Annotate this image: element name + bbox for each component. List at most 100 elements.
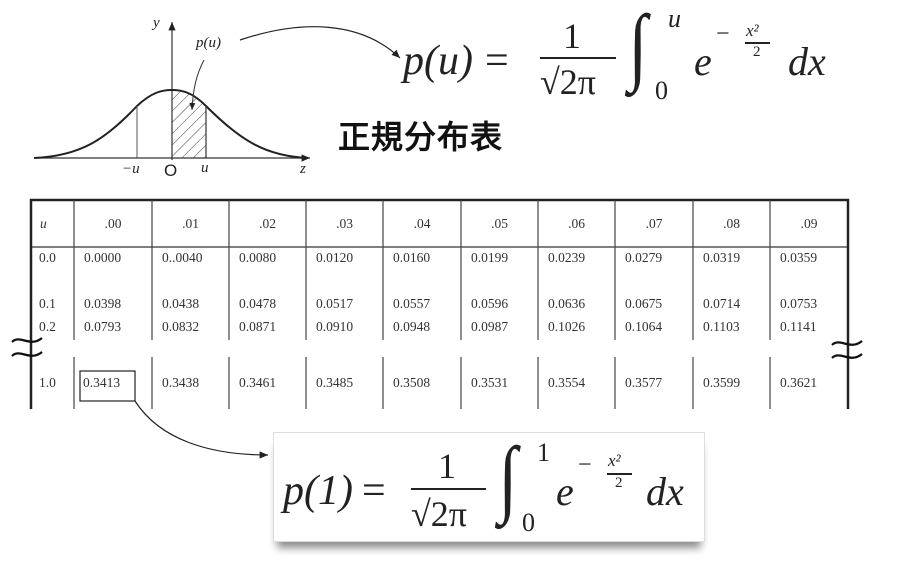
example-formula-box xyxy=(273,432,705,542)
table-cell: 0.0832 xyxy=(162,319,200,334)
pu-pointer-arrow xyxy=(189,59,205,111)
exp-base: e xyxy=(694,39,712,84)
integral-sign: ∫ xyxy=(628,0,648,93)
table-cell: 0.0080 xyxy=(239,250,277,265)
exp-sign: − xyxy=(716,21,730,47)
table-cell: 0.3508 xyxy=(393,375,431,390)
break-mark-left xyxy=(11,337,43,357)
table-cell: 0.3577 xyxy=(625,375,663,390)
column-header: .08 xyxy=(723,216,740,231)
table-cell: 0.1064 xyxy=(625,319,663,334)
table-cell: 0.0359 xyxy=(780,250,818,265)
table-cell: 0.3554 xyxy=(548,375,586,390)
exp-fraction-bar xyxy=(607,473,632,475)
table-cell: 0.0987 xyxy=(471,319,509,334)
table-cell: 0.1103 xyxy=(703,319,740,334)
table-cell: 0.0675 xyxy=(625,296,663,311)
table-cell: 0.0793 xyxy=(84,319,122,334)
pu-to-formula-arrow xyxy=(239,26,401,59)
fraction-bar xyxy=(411,488,486,490)
formula-lhs: p(1) xyxy=(283,468,353,514)
row-label: 0.1 xyxy=(39,296,56,311)
origin-label: O xyxy=(164,161,178,180)
column-header: .05 xyxy=(491,216,508,231)
table-cell: 0.1026 xyxy=(548,319,586,334)
table-cell: 0.0478 xyxy=(239,296,277,311)
table-cell: 0.0120 xyxy=(316,250,354,265)
formula-dx: dx xyxy=(788,39,826,84)
table-cell: 0.1141 xyxy=(780,319,817,334)
integral-lower: 0 xyxy=(522,508,535,537)
header-u: u xyxy=(40,216,47,231)
integral-upper: u xyxy=(668,4,681,33)
table-cell: 0.3438 xyxy=(162,375,200,390)
table-cell: 0.0871 xyxy=(239,319,277,334)
table-lines xyxy=(11,198,863,459)
formula-denominator: √2π xyxy=(411,494,467,534)
table-cell: 0.0948 xyxy=(393,319,431,334)
formula-dx: dx xyxy=(646,469,684,514)
column-header: .07 xyxy=(645,216,663,231)
table-cell: 0.0438 xyxy=(162,296,200,311)
y-axis-label: y xyxy=(153,15,160,31)
table-cell: 0.0636 xyxy=(548,296,586,311)
neg-u-label: −u xyxy=(122,161,140,177)
fraction-bar xyxy=(540,57,616,59)
table-cell: 0.0753 xyxy=(780,296,818,311)
table-cell: 0.3531 xyxy=(471,375,509,390)
exp-fraction-bar xyxy=(745,42,770,44)
table-cell: 0.3621 xyxy=(780,375,818,390)
formula-lhs: p(u) xyxy=(403,38,473,84)
z-axis-label: z xyxy=(300,161,306,177)
table-cell: 0.0517 xyxy=(316,296,354,311)
table-cell: 0.0319 xyxy=(703,250,741,265)
row-label: 0.0 xyxy=(39,250,56,265)
highlight-to-formula-arrow xyxy=(134,400,269,459)
exp-sign: − xyxy=(578,452,592,478)
integral-lower: 0 xyxy=(655,76,668,105)
formula-numerator: 1 xyxy=(563,16,581,56)
highlight-box xyxy=(79,370,136,402)
integral-sign: ∫ xyxy=(498,429,518,525)
column-header: .06 xyxy=(568,216,585,231)
table-cell: 0.0000 xyxy=(84,250,122,265)
table-cell: 0.0596 xyxy=(471,296,509,311)
table-cell: 0.0714 xyxy=(703,296,741,311)
page-title: 正規分布表 xyxy=(338,118,504,156)
column-header: .03 xyxy=(336,216,353,231)
table-cell: 0.3461 xyxy=(239,375,277,390)
column-header: .02 xyxy=(259,216,276,231)
table-cell: 0.3413 xyxy=(83,375,121,390)
exp-numerator: x² xyxy=(608,451,621,470)
break-mark-right xyxy=(831,340,863,359)
exp-base: e xyxy=(556,469,574,514)
table-cell: 0.0557 xyxy=(393,296,431,311)
formula-denominator: √2π xyxy=(540,62,596,102)
column-header: .00 xyxy=(104,216,122,231)
table-cell: 0.0279 xyxy=(625,250,663,265)
shaded-area xyxy=(172,90,206,158)
table-cell: 0.0910 xyxy=(316,319,354,334)
formula-equals: = xyxy=(362,468,386,514)
row-label: 1.0 xyxy=(39,375,56,390)
table-cell: 0.3599 xyxy=(703,375,741,390)
table-cell: 0.0160 xyxy=(393,250,431,265)
formula-numerator: 1 xyxy=(438,446,456,486)
table-cell: 0.0398 xyxy=(84,296,122,311)
column-header: .01 xyxy=(182,216,199,231)
row-label: 0.2 xyxy=(39,319,56,334)
normal-curve-graph xyxy=(33,22,401,162)
table-cell: 0.0199 xyxy=(471,250,509,265)
exp-denominator: 2 xyxy=(753,44,761,60)
bell-curve xyxy=(33,88,309,159)
formula-equals: = xyxy=(485,38,509,84)
table-cell: 0.0239 xyxy=(548,250,586,265)
pu-label: p(u) xyxy=(196,35,221,51)
exp-numerator: x² xyxy=(746,21,759,40)
integral-upper: 1 xyxy=(537,438,550,467)
column-header: .09 xyxy=(800,216,818,231)
column-header: .04 xyxy=(413,216,431,231)
pos-u-label: u xyxy=(201,160,209,176)
table-cell: 0.3485 xyxy=(316,375,354,390)
